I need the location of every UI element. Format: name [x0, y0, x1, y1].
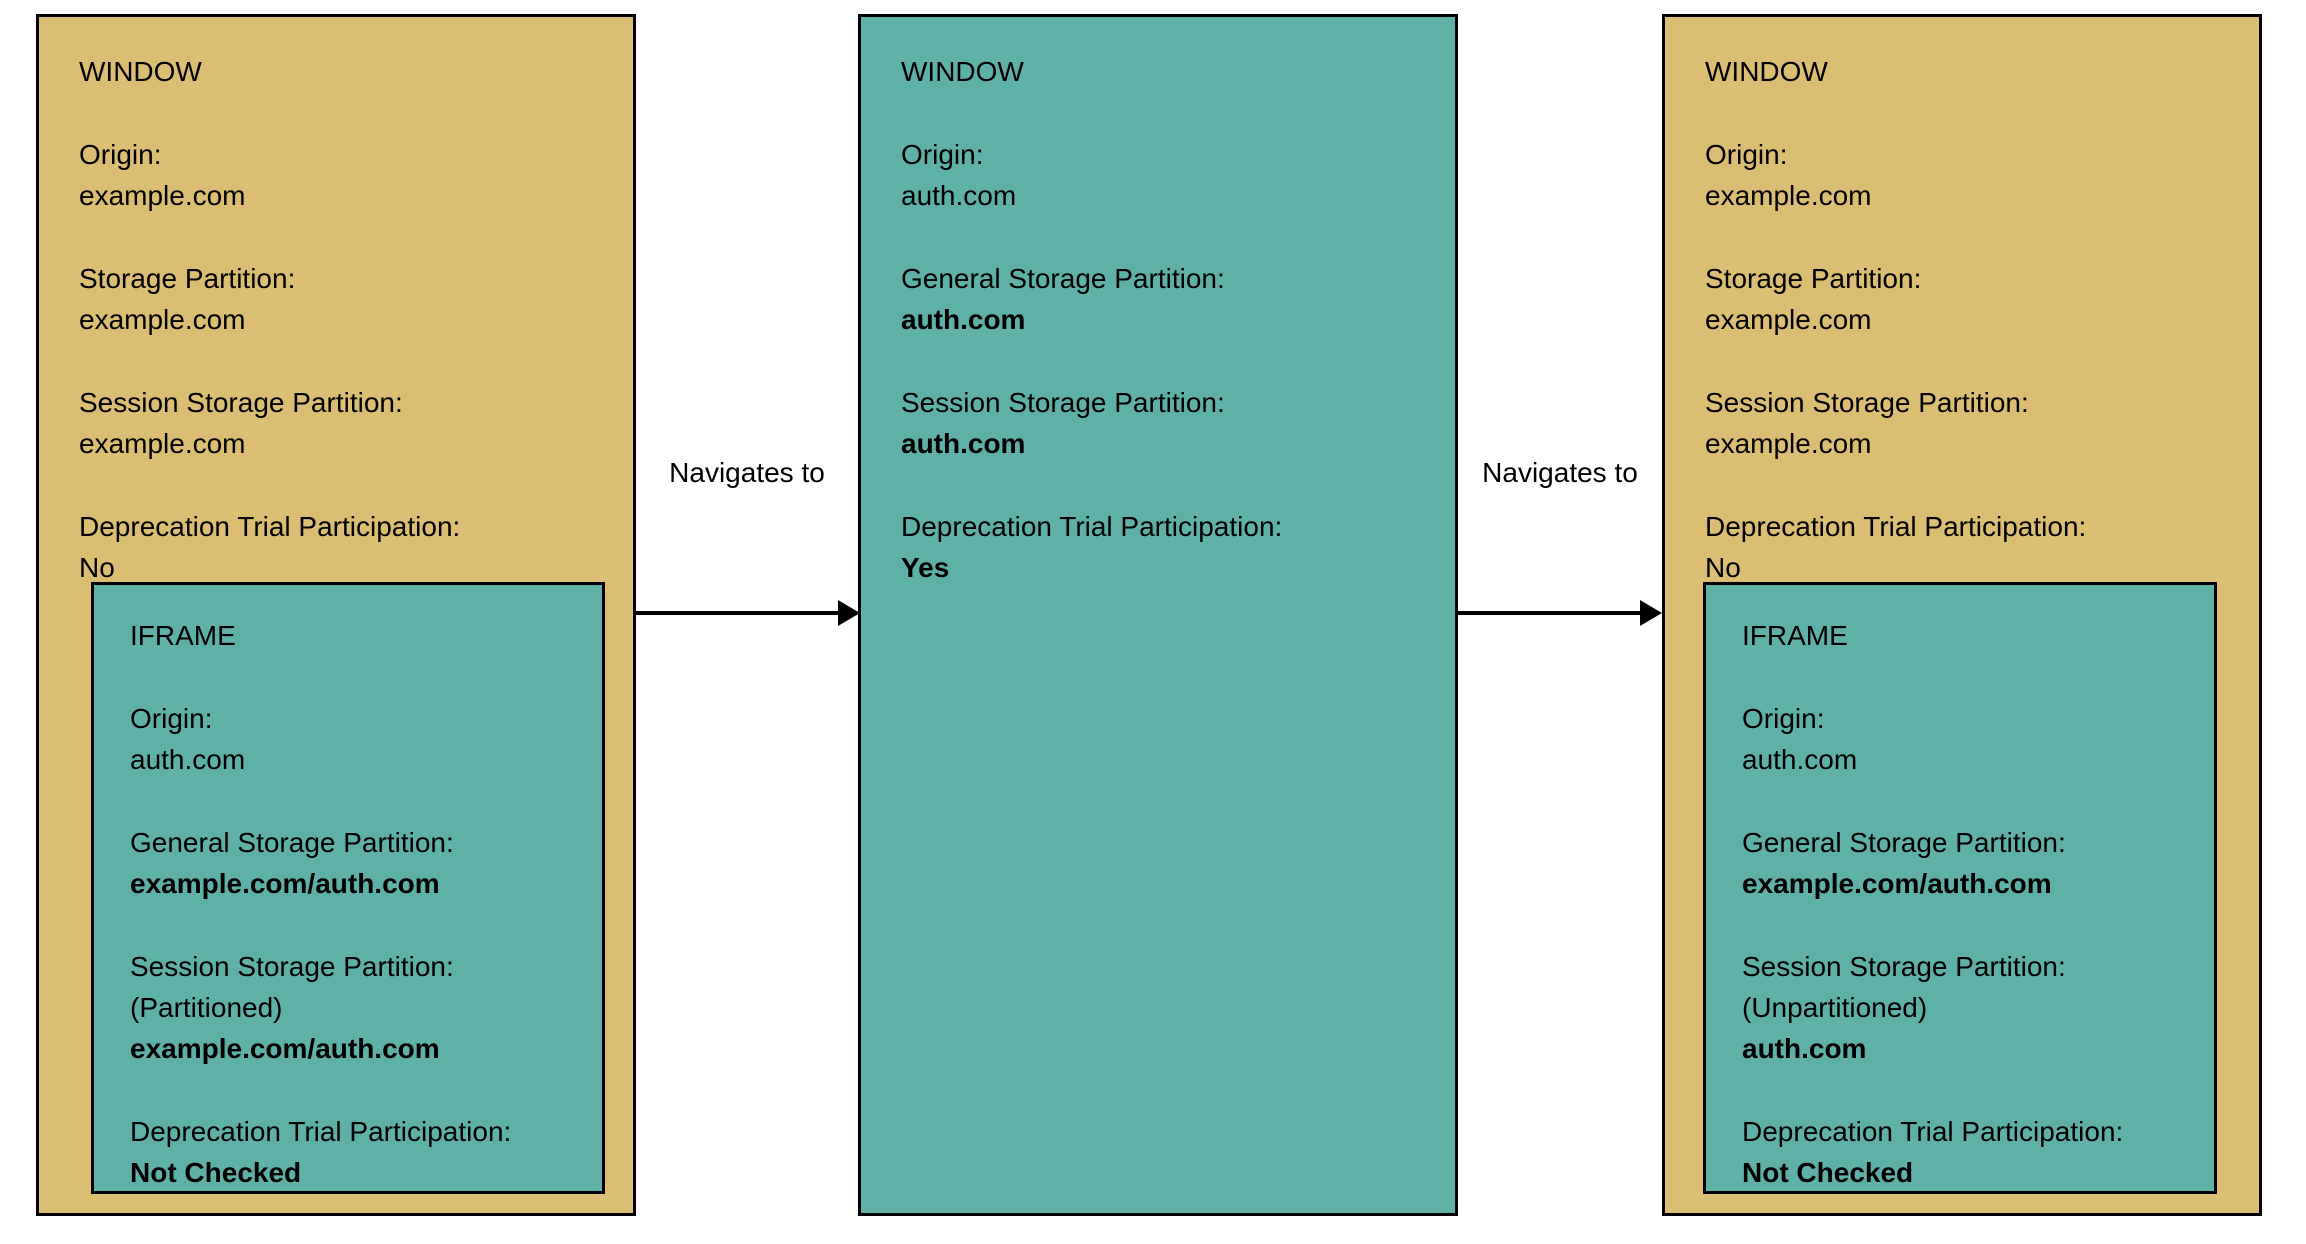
- field-value: auth.com: [1742, 744, 1858, 775]
- field-session-storage-partition: Session Storage Partition: example.com: [1705, 382, 2219, 464]
- arrow-head-icon: [1640, 600, 1662, 626]
- field-value: example.com: [1705, 180, 1872, 211]
- field-session-storage-partition: Session Storage Partition: example.com: [79, 382, 593, 464]
- field-value: example.com: [79, 304, 246, 335]
- field-deprecation-trial: Deprecation Trial Participation: No: [79, 506, 593, 588]
- field-value: example.com: [79, 428, 246, 459]
- field-deprecation-trial: Deprecation Trial Participation: No: [1705, 506, 2219, 588]
- field-label: Deprecation Trial Participation:: [130, 1116, 512, 1147]
- field-label: Session Storage Partition:: [1705, 387, 2029, 418]
- field-general-storage-partition: General Storage Partition: example.com/a…: [1742, 822, 2178, 904]
- box-title: WINDOW: [901, 56, 1024, 87]
- field-value: example.com: [1705, 304, 1872, 335]
- navigates-to-label: Navigates to: [1482, 457, 1638, 488]
- field-value: auth.com: [901, 304, 1026, 335]
- field-origin: Origin: auth.com: [1742, 698, 2178, 780]
- field-label: General Storage Partition:: [130, 827, 454, 858]
- field-value: example.com: [79, 180, 246, 211]
- field-label: General Storage Partition:: [901, 263, 1225, 294]
- box-title: WINDOW: [1705, 56, 1828, 87]
- box-title: IFRAME: [1742, 620, 1848, 651]
- field-origin: Origin: auth.com: [901, 134, 1415, 216]
- arrow-head-icon: [838, 600, 860, 626]
- field-label: Deprecation Trial Participation:: [1705, 511, 2087, 542]
- field-origin: Origin: example.com: [79, 134, 593, 216]
- iframe-box-3: IFRAME Origin: auth.com General Storage …: [1703, 582, 2217, 1194]
- field-deprecation-trial: Deprecation Trial Participation: Not Che…: [1742, 1111, 2178, 1193]
- field-general-storage-partition: General Storage Partition: example.com/a…: [130, 822, 566, 904]
- field-value: auth.com: [901, 428, 1026, 459]
- field-value: Not Checked: [130, 1157, 302, 1188]
- field-label: Deprecation Trial Participation:: [1742, 1116, 2124, 1147]
- field-value: example.com: [1705, 428, 1872, 459]
- field-value: No: [1705, 552, 1741, 583]
- field-deprecation-trial: Deprecation Trial Participation: Not Che…: [130, 1111, 566, 1193]
- field-label: Origin:: [901, 139, 984, 170]
- field-note: (Partitioned): [130, 992, 283, 1023]
- field-label: Origin:: [1742, 703, 1825, 734]
- field-label: Deprecation Trial Participation:: [901, 511, 1283, 542]
- field-value: auth.com: [130, 744, 246, 775]
- field-label: Session Storage Partition:: [130, 951, 454, 982]
- field-label: Storage Partition:: [79, 263, 296, 294]
- iframe-box-1: IFRAME Origin: auth.com General Storage …: [91, 582, 605, 1194]
- window-box-1: WINDOW Origin: example.com Storage Parti…: [36, 14, 636, 1216]
- box-title: IFRAME: [130, 620, 236, 651]
- field-storage-partition: Storage Partition: example.com: [1705, 258, 2219, 340]
- field-value: auth.com: [901, 180, 1017, 211]
- field-value: Not Checked: [1742, 1157, 1914, 1188]
- navigates-to-label: Navigates to: [669, 457, 825, 488]
- field-deprecation-trial: Deprecation Trial Participation: Yes: [901, 506, 1415, 588]
- box-title: WINDOW: [79, 56, 202, 87]
- field-label: Origin:: [130, 703, 213, 734]
- window-box-3: WINDOW Origin: example.com Storage Parti…: [1662, 14, 2262, 1216]
- field-value: example.com/auth.com: [130, 1033, 440, 1064]
- arrow-line: [636, 611, 842, 615]
- field-value: auth.com: [1742, 1033, 1867, 1064]
- field-label: Session Storage Partition:: [79, 387, 403, 418]
- field-origin: Origin: example.com: [1705, 134, 2219, 216]
- field-label: General Storage Partition:: [1742, 827, 2066, 858]
- field-general-storage-partition: General Storage Partition: auth.com: [901, 258, 1415, 340]
- field-value: Yes: [901, 552, 950, 583]
- window-box-2: WINDOW Origin: auth.com General Storage …: [858, 14, 1458, 1216]
- field-label: Origin:: [1705, 139, 1788, 170]
- arrow-line: [1458, 611, 1642, 615]
- field-session-storage-partition: Session Storage Partition: (Unpartitione…: [1742, 946, 2178, 1069]
- field-value: example.com/auth.com: [130, 868, 440, 899]
- field-origin: Origin: auth.com: [130, 698, 566, 780]
- field-value: No: [79, 552, 115, 583]
- field-note: (Unpartitioned): [1742, 992, 1928, 1023]
- field-storage-partition: Storage Partition: example.com: [79, 258, 593, 340]
- field-label: Deprecation Trial Participation:: [79, 511, 461, 542]
- field-value: example.com/auth.com: [1742, 868, 2052, 899]
- field-session-storage-partition: Session Storage Partition: auth.com: [901, 382, 1415, 464]
- field-label: Session Storage Partition:: [1742, 951, 2066, 982]
- field-label: Session Storage Partition:: [901, 387, 1225, 418]
- field-label: Storage Partition:: [1705, 263, 1922, 294]
- field-label: Origin:: [79, 139, 162, 170]
- field-session-storage-partition: Session Storage Partition: (Partitioned)…: [130, 946, 566, 1069]
